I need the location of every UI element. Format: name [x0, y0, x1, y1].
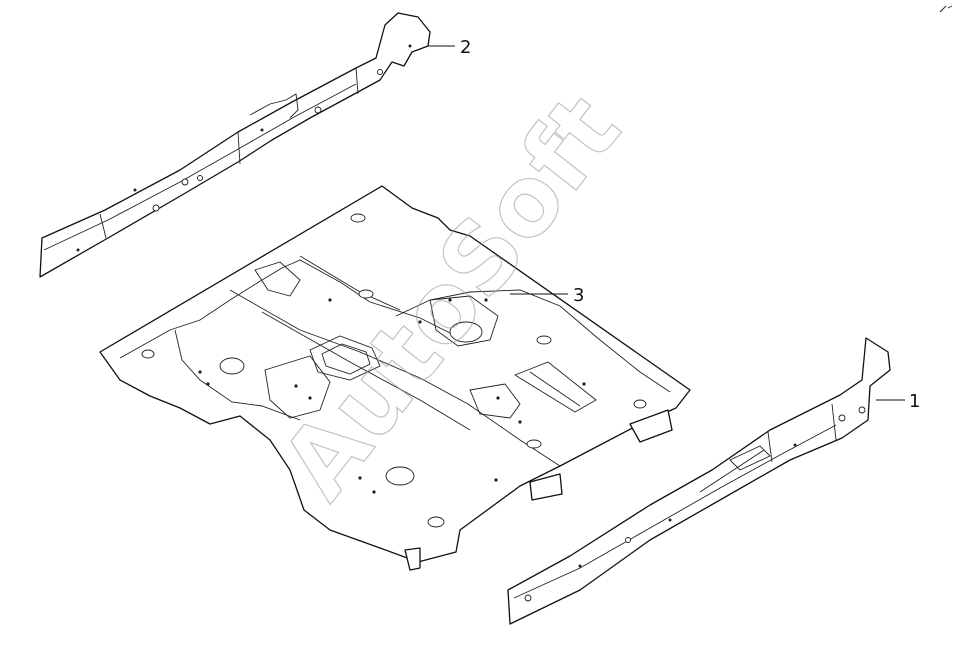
callout-label-1: 1: [909, 391, 920, 412]
corner-mark-icon: [939, 5, 953, 13]
callout-label-2: 2: [460, 37, 471, 58]
part-1-side-sill-right: [507, 337, 891, 625]
callout-1: 1: [876, 391, 920, 412]
callout-label-3: 3: [573, 285, 584, 306]
callout-3: 3: [510, 285, 584, 306]
part-2-side-sill-left: [39, 12, 431, 278]
callout-2: 2: [428, 37, 471, 58]
part-3-floor-pan: [99, 185, 691, 571]
